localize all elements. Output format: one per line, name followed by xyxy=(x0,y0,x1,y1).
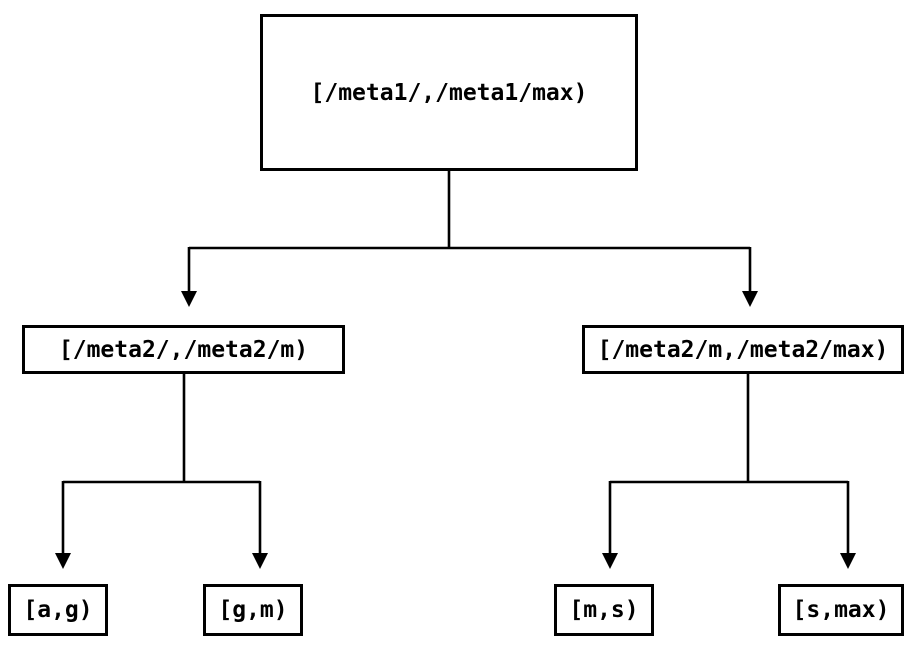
node-right-meta2-range: [/meta2/m,/meta2/max) xyxy=(582,325,904,374)
node-leaf-s-max: [s,max) xyxy=(778,584,904,636)
node-leaf-g-m: [g,m) xyxy=(203,584,303,636)
node-left-meta2-range: [/meta2/,/meta2/m) xyxy=(22,325,345,374)
node-leaf-a-g: [a,g) xyxy=(8,584,108,636)
arrowhead-to-leaf-gm xyxy=(252,553,268,569)
arrowhead-to-left-node xyxy=(181,291,197,307)
node-leaf-m-s: [m,s) xyxy=(554,584,654,636)
arrowhead-to-leaf-ms xyxy=(602,553,618,569)
node-root-meta1-range: [/meta1/,/meta1/max) xyxy=(260,14,638,171)
arrowhead-to-leaf-smax xyxy=(840,553,856,569)
arrowhead-to-right-node xyxy=(742,291,758,307)
arrowhead-to-leaf-ag xyxy=(55,553,71,569)
